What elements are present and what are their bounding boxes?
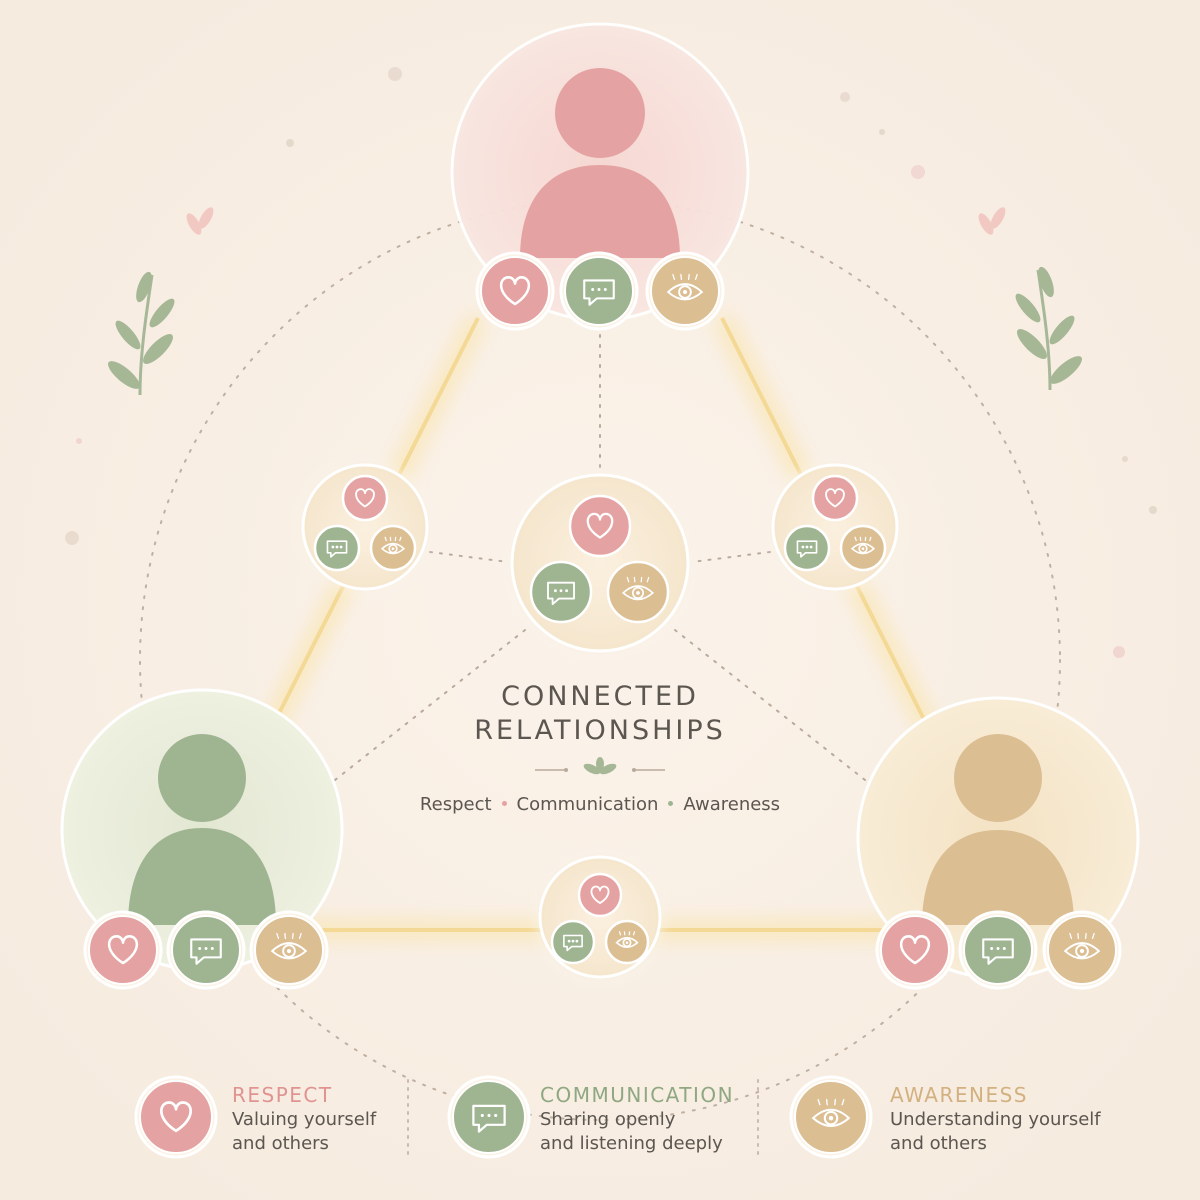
heart-icon[interactable] (568, 494, 632, 558)
speech-bubble-icon[interactable] (783, 524, 831, 572)
speech-bubble-icon[interactable] (550, 919, 596, 965)
decorative-dots (65, 67, 1157, 658)
person-icon (128, 734, 276, 925)
person-icon (922, 734, 1074, 925)
eye-icon[interactable] (645, 251, 725, 331)
eye-icon[interactable] (249, 910, 329, 990)
person-left[interactable] (60, 688, 344, 972)
heart-icon[interactable] (875, 910, 955, 990)
small-leaf-icon (978, 207, 1006, 235)
speech-bubble-icon[interactable] (447, 1075, 531, 1159)
leaf-sprig-icon (108, 271, 175, 396)
heart-icon[interactable] (134, 1075, 218, 1159)
eye-icon[interactable] (1042, 910, 1122, 990)
heart-icon[interactable] (341, 474, 389, 522)
speech-bubble-icon[interactable] (166, 910, 246, 990)
legend-separators (407, 1079, 759, 1161)
eye-icon[interactable] (839, 524, 887, 572)
speech-bubble-icon[interactable] (958, 910, 1038, 990)
heart-icon[interactable] (811, 474, 859, 522)
heart-icon[interactable] (83, 910, 163, 990)
title-divider (535, 757, 665, 775)
small-leaf-icon (186, 207, 214, 235)
dotted-connectors (334, 334, 866, 781)
heart-icon[interactable] (577, 872, 623, 918)
eye-icon[interactable] (369, 524, 417, 572)
speech-bubble-icon[interactable] (529, 560, 593, 624)
leaf-sprig-icon (1015, 266, 1082, 391)
eye-icon[interactable] (789, 1075, 873, 1159)
heart-icon[interactable] (475, 251, 555, 331)
leaf-sprig-icon (583, 757, 617, 775)
person-top[interactable] (450, 22, 750, 322)
person-icon (520, 68, 680, 258)
person-right[interactable] (856, 696, 1140, 980)
eye-icon[interactable] (604, 919, 650, 965)
icon-badges (83, 251, 1122, 1159)
speech-bubble-icon[interactable] (313, 524, 361, 572)
speech-bubble-icon[interactable] (559, 251, 639, 331)
eye-icon[interactable] (606, 560, 670, 624)
